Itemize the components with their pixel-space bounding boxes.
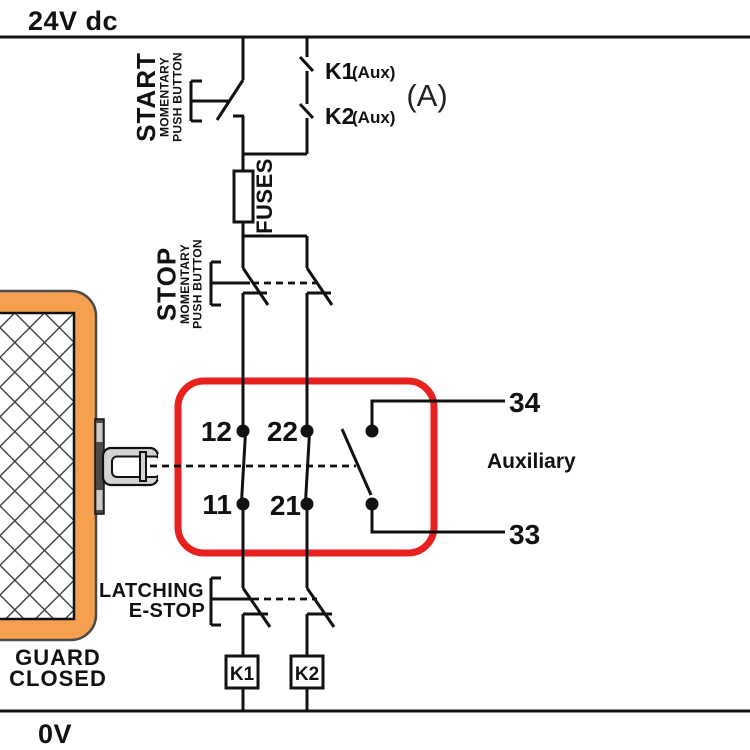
estop-label-line2: E-STOP (129, 600, 206, 622)
estop-label-line1: LATCHING (99, 580, 204, 602)
terminal-33-label: 33 (509, 519, 540, 550)
stop-button-label: STOP (152, 247, 182, 321)
stop-button-sub2: PUSH BUTTON (191, 239, 205, 329)
pushbutton-operators (189, 79, 250, 627)
k2-aux-contact-label: K2 (325, 103, 354, 129)
start-button-sub1: MOMENTARY (158, 57, 172, 137)
terminal-22-label: 22 (267, 416, 298, 447)
terminal-12-label: 12 (201, 416, 232, 447)
k1-aux-contact-label: K1 (325, 58, 355, 84)
relay-coil-k1-box (224, 654, 260, 690)
tongue-actuator-icon (101, 446, 162, 487)
terminal-dots (236, 424, 379, 511)
contact-blades (215, 55, 373, 628)
guard-mesh (0, 311, 76, 621)
fuse-symbol (232, 169, 255, 224)
relay-coil-k2-box (289, 654, 325, 690)
terminal-11-label: 11 (202, 489, 232, 520)
relay-coil-k2-label: K2 (295, 664, 319, 685)
start-button-sub2: PUSH BUTTON (171, 52, 185, 142)
guard-gate (0, 289, 162, 642)
k1-aux-qualifier: (Aux) (352, 63, 395, 82)
mechanical-link-dashes (150, 281, 356, 601)
top-rail-label: 24V dc (28, 6, 118, 36)
auxiliary-contact-label: Auxiliary (487, 450, 576, 473)
k2-aux-qualifier: (Aux) (352, 108, 395, 127)
bottom-rail-label: 0V (38, 719, 72, 749)
stop-button-sub1: MOMENTARY (178, 244, 192, 324)
terminal-21-label: 21 (270, 490, 301, 521)
relay-coil-k1-label: K1 (230, 664, 255, 685)
start-button-label: START (131, 52, 161, 142)
guard-status-line2: CLOSED (9, 666, 107, 691)
mounting-plate-slot-bottom (96, 490, 103, 510)
mounting-plate-slot-top (96, 423, 103, 442)
fuses-label: FUSES (252, 158, 277, 234)
terminal-34-label: 34 (509, 387, 541, 418)
circuit-wires (0, 35, 750, 713)
section-annotation: (A) (406, 78, 447, 113)
guard-status-line1: GUARD (15, 645, 101, 670)
